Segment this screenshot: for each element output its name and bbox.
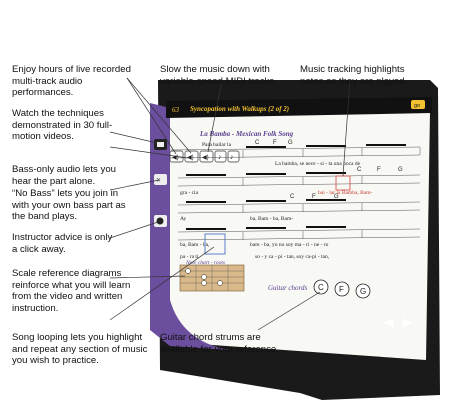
chord-button-c[interactable]: C bbox=[313, 279, 329, 295]
chord-button-g-label: G bbox=[360, 287, 366, 296]
loop-button[interactable]: ♪ bbox=[227, 150, 240, 163]
chord-button-f[interactable]: F bbox=[334, 281, 350, 297]
staff-2 bbox=[177, 174, 421, 187]
lyric-row-2-left: Ay bbox=[180, 216, 186, 222]
chord-name-5: G bbox=[398, 167, 403, 173]
callout-scale: Scale reference diagrams reinforce what … bbox=[12, 268, 131, 314]
video-camera-icon bbox=[157, 142, 164, 147]
go-button[interactable] bbox=[411, 100, 425, 109]
callout-looping: Song looping lets you highlight and repe… bbox=[12, 332, 148, 366]
chord-name-6: C bbox=[290, 194, 295, 200]
callout-guitar-chords: Guitar chord strums are available for yo… bbox=[160, 332, 279, 355]
callout-midi-speed: Slow the music down with variable-speed … bbox=[160, 64, 277, 87]
lyric-row-0-left: Para bailar la bbox=[202, 142, 232, 148]
callout-leaders bbox=[109, 77, 351, 331]
prev-page-button[interactable]: ◀ bbox=[384, 315, 394, 329]
callout-bass-only: Bass-only audio lets you hear the part a… bbox=[12, 164, 116, 187]
audio-controls: ◀) ◀) ◀) ♪ ♪ bbox=[169, 150, 240, 163]
purple-curve bbox=[170, 300, 230, 350]
lesson-title: Syncopation with Walkups (2 of 2) bbox=[190, 105, 289, 113]
prev-arrow-icon: ◀ bbox=[384, 315, 394, 329]
chord-name-2: G bbox=[288, 140, 293, 146]
music-notes bbox=[186, 144, 406, 230]
chord-name-8: G bbox=[334, 194, 339, 200]
lyric-row-1-left: gra - cia bbox=[180, 190, 199, 196]
lesson-number: 63 bbox=[172, 106, 180, 114]
next-page-button[interactable]: ▶ bbox=[403, 315, 413, 329]
staff-4 bbox=[177, 228, 421, 241]
chord-name-1: F bbox=[273, 140, 277, 146]
instructor-button[interactable] bbox=[154, 215, 167, 227]
scale-label: Note chart - roots bbox=[185, 260, 225, 266]
callout-tracking: Music tracking highlights notes as they … bbox=[300, 64, 408, 87]
chord-name-0: C bbox=[255, 140, 260, 146]
chord-name-4: F bbox=[377, 167, 381, 173]
lesson-banner bbox=[166, 97, 432, 118]
guitar-chords-label: Guitar chords bbox=[268, 284, 307, 292]
no-bass-icon: ✕ bbox=[156, 178, 161, 184]
lyric-row-4-left: pa - ra ti bbox=[180, 254, 199, 260]
midi-speed-button[interactable]: ◀) bbox=[199, 150, 214, 163]
next-arrow-icon: ▶ bbox=[403, 315, 413, 329]
chord-button-c-label: C bbox=[318, 283, 324, 292]
chord-name-7: F bbox=[312, 194, 316, 200]
lyric-row-3-right: bam - ba, yo no soy ma - ri - ne - ro bbox=[250, 242, 329, 248]
bass-only-button[interactable]: ◀) bbox=[184, 150, 199, 163]
no-bass-button[interactable]: ✕ bbox=[154, 174, 167, 185]
loop-selection[interactable] bbox=[204, 233, 226, 255]
chord-name-3: C bbox=[357, 167, 362, 173]
lyric-row-2-right: ba, Bam - ba, Bam- bbox=[250, 216, 293, 222]
callout-no-bass: “No Bass” lets you join in with your own… bbox=[12, 188, 126, 222]
callout-live-audio: Enjoy hours of live recorded multi-track… bbox=[12, 64, 131, 98]
callout-instructor: Instructor advice is only a click away. bbox=[12, 232, 113, 255]
staff-1 bbox=[169, 146, 421, 159]
tracking-button[interactable]: ♪ bbox=[214, 150, 227, 163]
instructor-icon bbox=[156, 217, 164, 225]
chord-button-g[interactable]: G bbox=[355, 283, 371, 299]
scale-diagram bbox=[179, 264, 245, 292]
go-button-label: go bbox=[414, 103, 420, 109]
speed-icon: ◀) bbox=[202, 155, 209, 161]
staff-3 bbox=[177, 201, 421, 214]
lyric-row-0-right: La bamba, se nece - si - ta una poca de bbox=[275, 161, 361, 167]
lyric-row-1-right: bai - lar la Bamba, Bam- bbox=[318, 190, 373, 196]
song-title: La Bamba - Mexican Folk Song bbox=[199, 130, 294, 138]
video-button[interactable] bbox=[154, 139, 167, 150]
lyric-row-3-left: ba, Bam - ba, bbox=[180, 242, 210, 248]
lyric-row-4-right: so - y ca - pi - tan, soy ca-pi - tan, bbox=[255, 254, 330, 260]
chord-button-f-label: F bbox=[339, 285, 344, 294]
callout-video: Watch the techniques demonstrated in 30 … bbox=[12, 108, 113, 142]
